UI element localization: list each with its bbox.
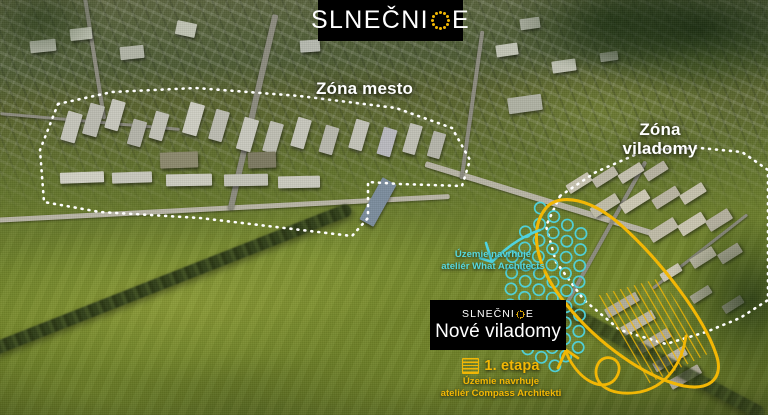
annotation-compass-line1: Územie navrhuje	[462, 376, 540, 387]
title-card-brand-mid: NI	[502, 308, 515, 321]
brand-wordmark-mid: NI	[401, 6, 429, 34]
hatched-area-swatch-icon	[462, 358, 480, 374]
stage-label: 1. etapa	[484, 358, 540, 374]
stage-legend: 1. etapa Územie navrhuje ateliér Compass…	[440, 358, 562, 400]
zone-outline-viladomy	[544, 146, 768, 346]
stage-1-hatched-area	[596, 278, 712, 384]
zone-label-viladomy: Zóna viladomy	[608, 120, 712, 158]
annotation-compass-architekti: Územie navrhuje ateliér Compass Architek…	[440, 376, 562, 400]
zone-label-viladomy-line1: Zóna	[639, 120, 681, 139]
zone-outline-mesto	[38, 86, 472, 238]
cyan-pointer-arrow	[478, 228, 542, 264]
brand-wordmark-prefix: SLNE	[310, 6, 382, 34]
annotation-what-architects-line2: ateliér What Architects	[441, 260, 545, 272]
annotation-what-architects: Územie navrhuje ateliér What Architects	[432, 249, 554, 273]
brand-wordmark-caron: Č	[381, 6, 402, 34]
brand-wordmark-suffix: E	[451, 6, 471, 34]
highlight-oval-nove-viladomy	[534, 198, 720, 389]
zone-label-viladomy-line2: viladomy	[622, 139, 698, 159]
zone-label-mesto: Zóna mesto	[316, 79, 414, 98]
sunflower-ring-icon-small	[516, 310, 525, 319]
title-card-brand-suffix: E	[525, 308, 534, 321]
sunflower-ring-icon	[430, 10, 451, 31]
yellow-pointer-arrow	[556, 334, 688, 395]
annotation-compass-line2: ateliér Compass Architekti	[440, 387, 562, 399]
stage-legend-row: 1. etapa	[440, 358, 562, 374]
annotation-what-architects-line1: Územie navrhuje	[454, 249, 532, 260]
project-title: Nové viladomy	[435, 320, 561, 342]
cyan-tree-circles	[503, 201, 588, 373]
title-card-brand-prefix: SLNE	[462, 308, 494, 321]
title-card-brand-caron: Č	[493, 308, 503, 321]
